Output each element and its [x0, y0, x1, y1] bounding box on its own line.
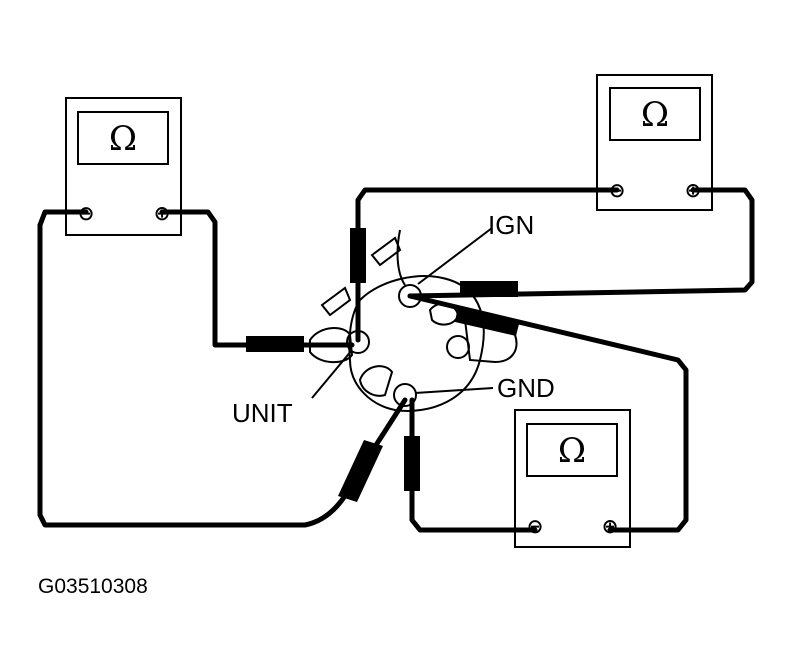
- probe-plug: [350, 228, 366, 283]
- meter-body: [596, 74, 713, 211]
- latch-shape: [320, 286, 352, 317]
- probe-plug: [338, 440, 383, 502]
- ohmmeter-left: Ω ⊖ ⊕: [65, 97, 182, 236]
- probe-plug: [460, 281, 518, 297]
- probe-plug: [246, 336, 304, 352]
- ign-leader-line: [417, 227, 493, 285]
- ohm-symbol: Ω: [109, 119, 137, 159]
- negative-terminal-icon: ⊖: [527, 514, 544, 538]
- positive-terminal-icon: ⊕: [602, 514, 619, 538]
- meter-body: [514, 409, 631, 548]
- gnd-label: GND: [497, 373, 555, 403]
- meter-body: [65, 97, 182, 236]
- spare-terminal: [446, 335, 470, 359]
- wire-topright-pos-to-ign: [407, 187, 755, 299]
- probe-plug: [455, 306, 520, 336]
- gnd-leader-line: [414, 387, 494, 394]
- connector-tab: [358, 365, 394, 397]
- connector-tab: [309, 327, 354, 364]
- latch-shape: [396, 229, 406, 286]
- ohmmeter-bottom-right: Ω ⊖ ⊕: [514, 409, 631, 548]
- meter-display: [77, 111, 169, 165]
- connector-housing: [348, 275, 485, 412]
- wire-bottomright-neg-to-gnd: [409, 397, 538, 533]
- unit-leader-line: [311, 349, 353, 399]
- wire-left-pos-to-unit: [159, 209, 355, 348]
- unit-label: UNIT: [232, 398, 293, 428]
- probe-plug: [404, 436, 420, 491]
- figure-id: G03510308: [38, 575, 148, 598]
- ign-label: IGN: [488, 210, 534, 240]
- latch-shape: [370, 236, 402, 267]
- ohm-symbol: Ω: [641, 95, 669, 135]
- gnd-terminal: [393, 383, 417, 407]
- meter-display: [526, 423, 618, 477]
- wire-bottomright-pos-to-ign: [407, 293, 689, 533]
- ohm-symbol: Ω: [558, 431, 586, 471]
- meter-display: [609, 87, 701, 141]
